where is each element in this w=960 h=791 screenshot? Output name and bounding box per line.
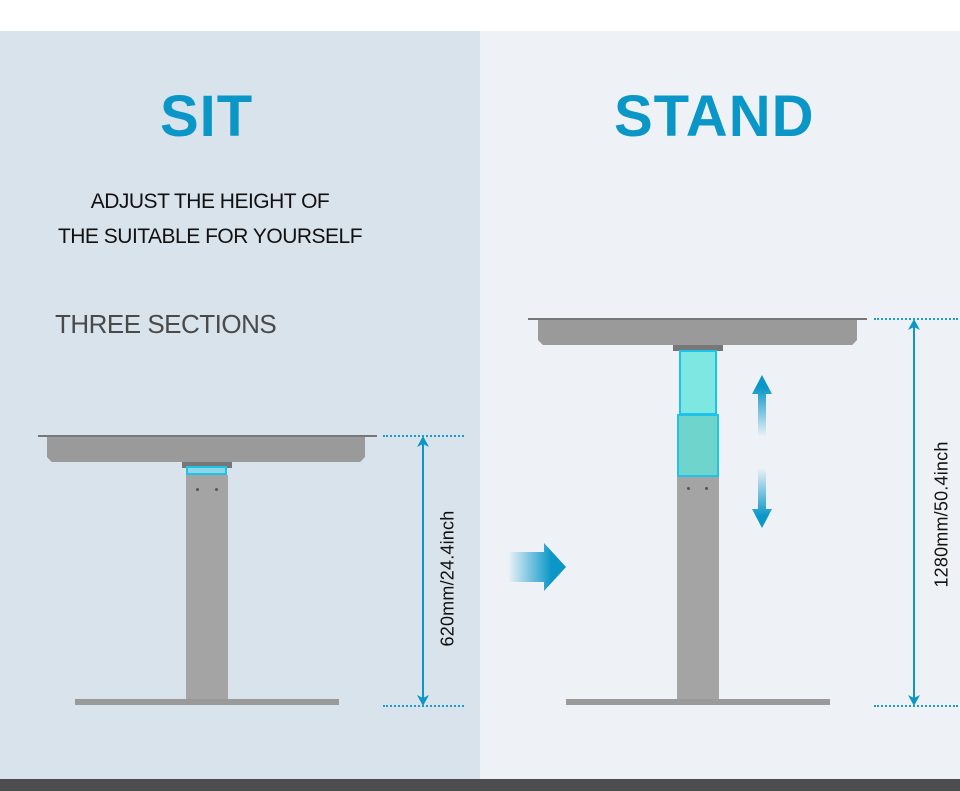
right-arrow-icon	[508, 543, 566, 591]
stand-panel	[480, 31, 960, 779]
sit-column-mount	[182, 462, 232, 468]
sit-title: SIT	[160, 84, 254, 149]
sit-column-collapsed-sections	[186, 466, 227, 475]
sit-column-screw	[215, 488, 218, 491]
stand-column-screw	[705, 487, 708, 490]
stand-title: STAND	[614, 84, 815, 149]
stand-column-base-section	[677, 477, 719, 700]
sit-foot	[75, 699, 339, 705]
sit-subtitle-line-2: THE SUITABLE FOR YOURSELF	[57, 225, 363, 248]
sit-column-base-section	[186, 475, 228, 700]
double-headed-vertical-arrow-icon	[908, 319, 920, 706]
stand-desktop-frame	[538, 320, 857, 345]
stand-desktop-top-edge	[528, 318, 867, 320]
stand-dim-top-guide	[874, 318, 958, 320]
up-arrow-icon	[752, 375, 772, 437]
stand-column-mount	[673, 345, 723, 351]
stand-column-section-middle	[677, 414, 719, 477]
stand-column-section-top	[679, 350, 717, 415]
sit-subtitle-line-1: ADJUST THE HEIGHT OF	[90, 190, 330, 213]
three-sections-label: THREE SECTIONS	[55, 309, 277, 339]
down-arrow-icon	[752, 468, 772, 528]
footer-bar	[0, 779, 960, 791]
sit-column-screw	[196, 488, 199, 491]
stand-column-screw	[687, 487, 690, 490]
sit-subtitle: ADJUST THE HEIGHT OF THE SUITABLE FOR YO…	[0, 184, 420, 254]
sit-height-label: 620mm/24.4inch	[437, 510, 458, 647]
sit-desktop-top-edge	[38, 435, 377, 437]
stand-foot	[566, 699, 830, 705]
sit-dim-top-guide	[383, 435, 464, 437]
sit-desktop-frame	[47, 437, 365, 462]
stand-dim-bottom-guide	[874, 705, 958, 707]
sit-dim-bottom-guide	[383, 705, 464, 707]
stand-height-label: 1280mm/50.4inch	[931, 441, 952, 588]
double-headed-vertical-arrow-icon	[417, 436, 429, 706]
sit-panel	[0, 31, 480, 779]
